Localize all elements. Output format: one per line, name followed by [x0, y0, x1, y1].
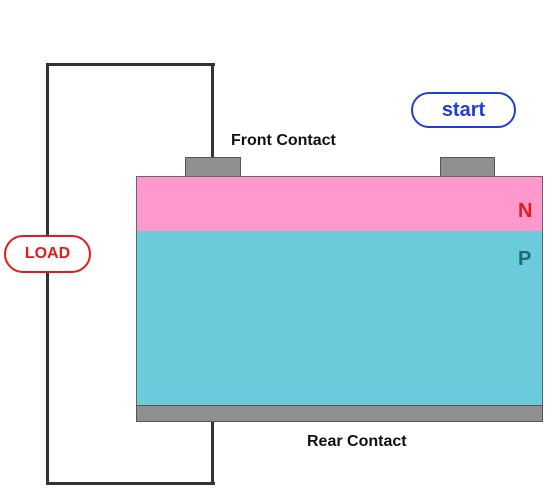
front-contact-right [440, 157, 495, 177]
p-type-layer [136, 231, 543, 406]
wire-to-rear-contact [211, 421, 214, 485]
front-contact-label: Front Contact [231, 132, 336, 149]
n-type-layer [136, 176, 543, 232]
wire-bottom [46, 482, 215, 485]
rear-contact [136, 405, 543, 422]
n-layer-label: N [518, 200, 533, 222]
start-button[interactable]: start [411, 92, 516, 128]
load-indicator: LOAD [4, 235, 91, 273]
rear-contact-label: Rear Contact [307, 433, 407, 450]
load-label: LOAD [24, 245, 71, 262]
wire-top [46, 63, 215, 66]
start-button-label: start [441, 98, 486, 121]
wire-left [46, 63, 49, 485]
p-layer-label: P [518, 248, 532, 270]
front-contact-left [185, 157, 241, 177]
wire-to-front-contact [211, 63, 214, 158]
